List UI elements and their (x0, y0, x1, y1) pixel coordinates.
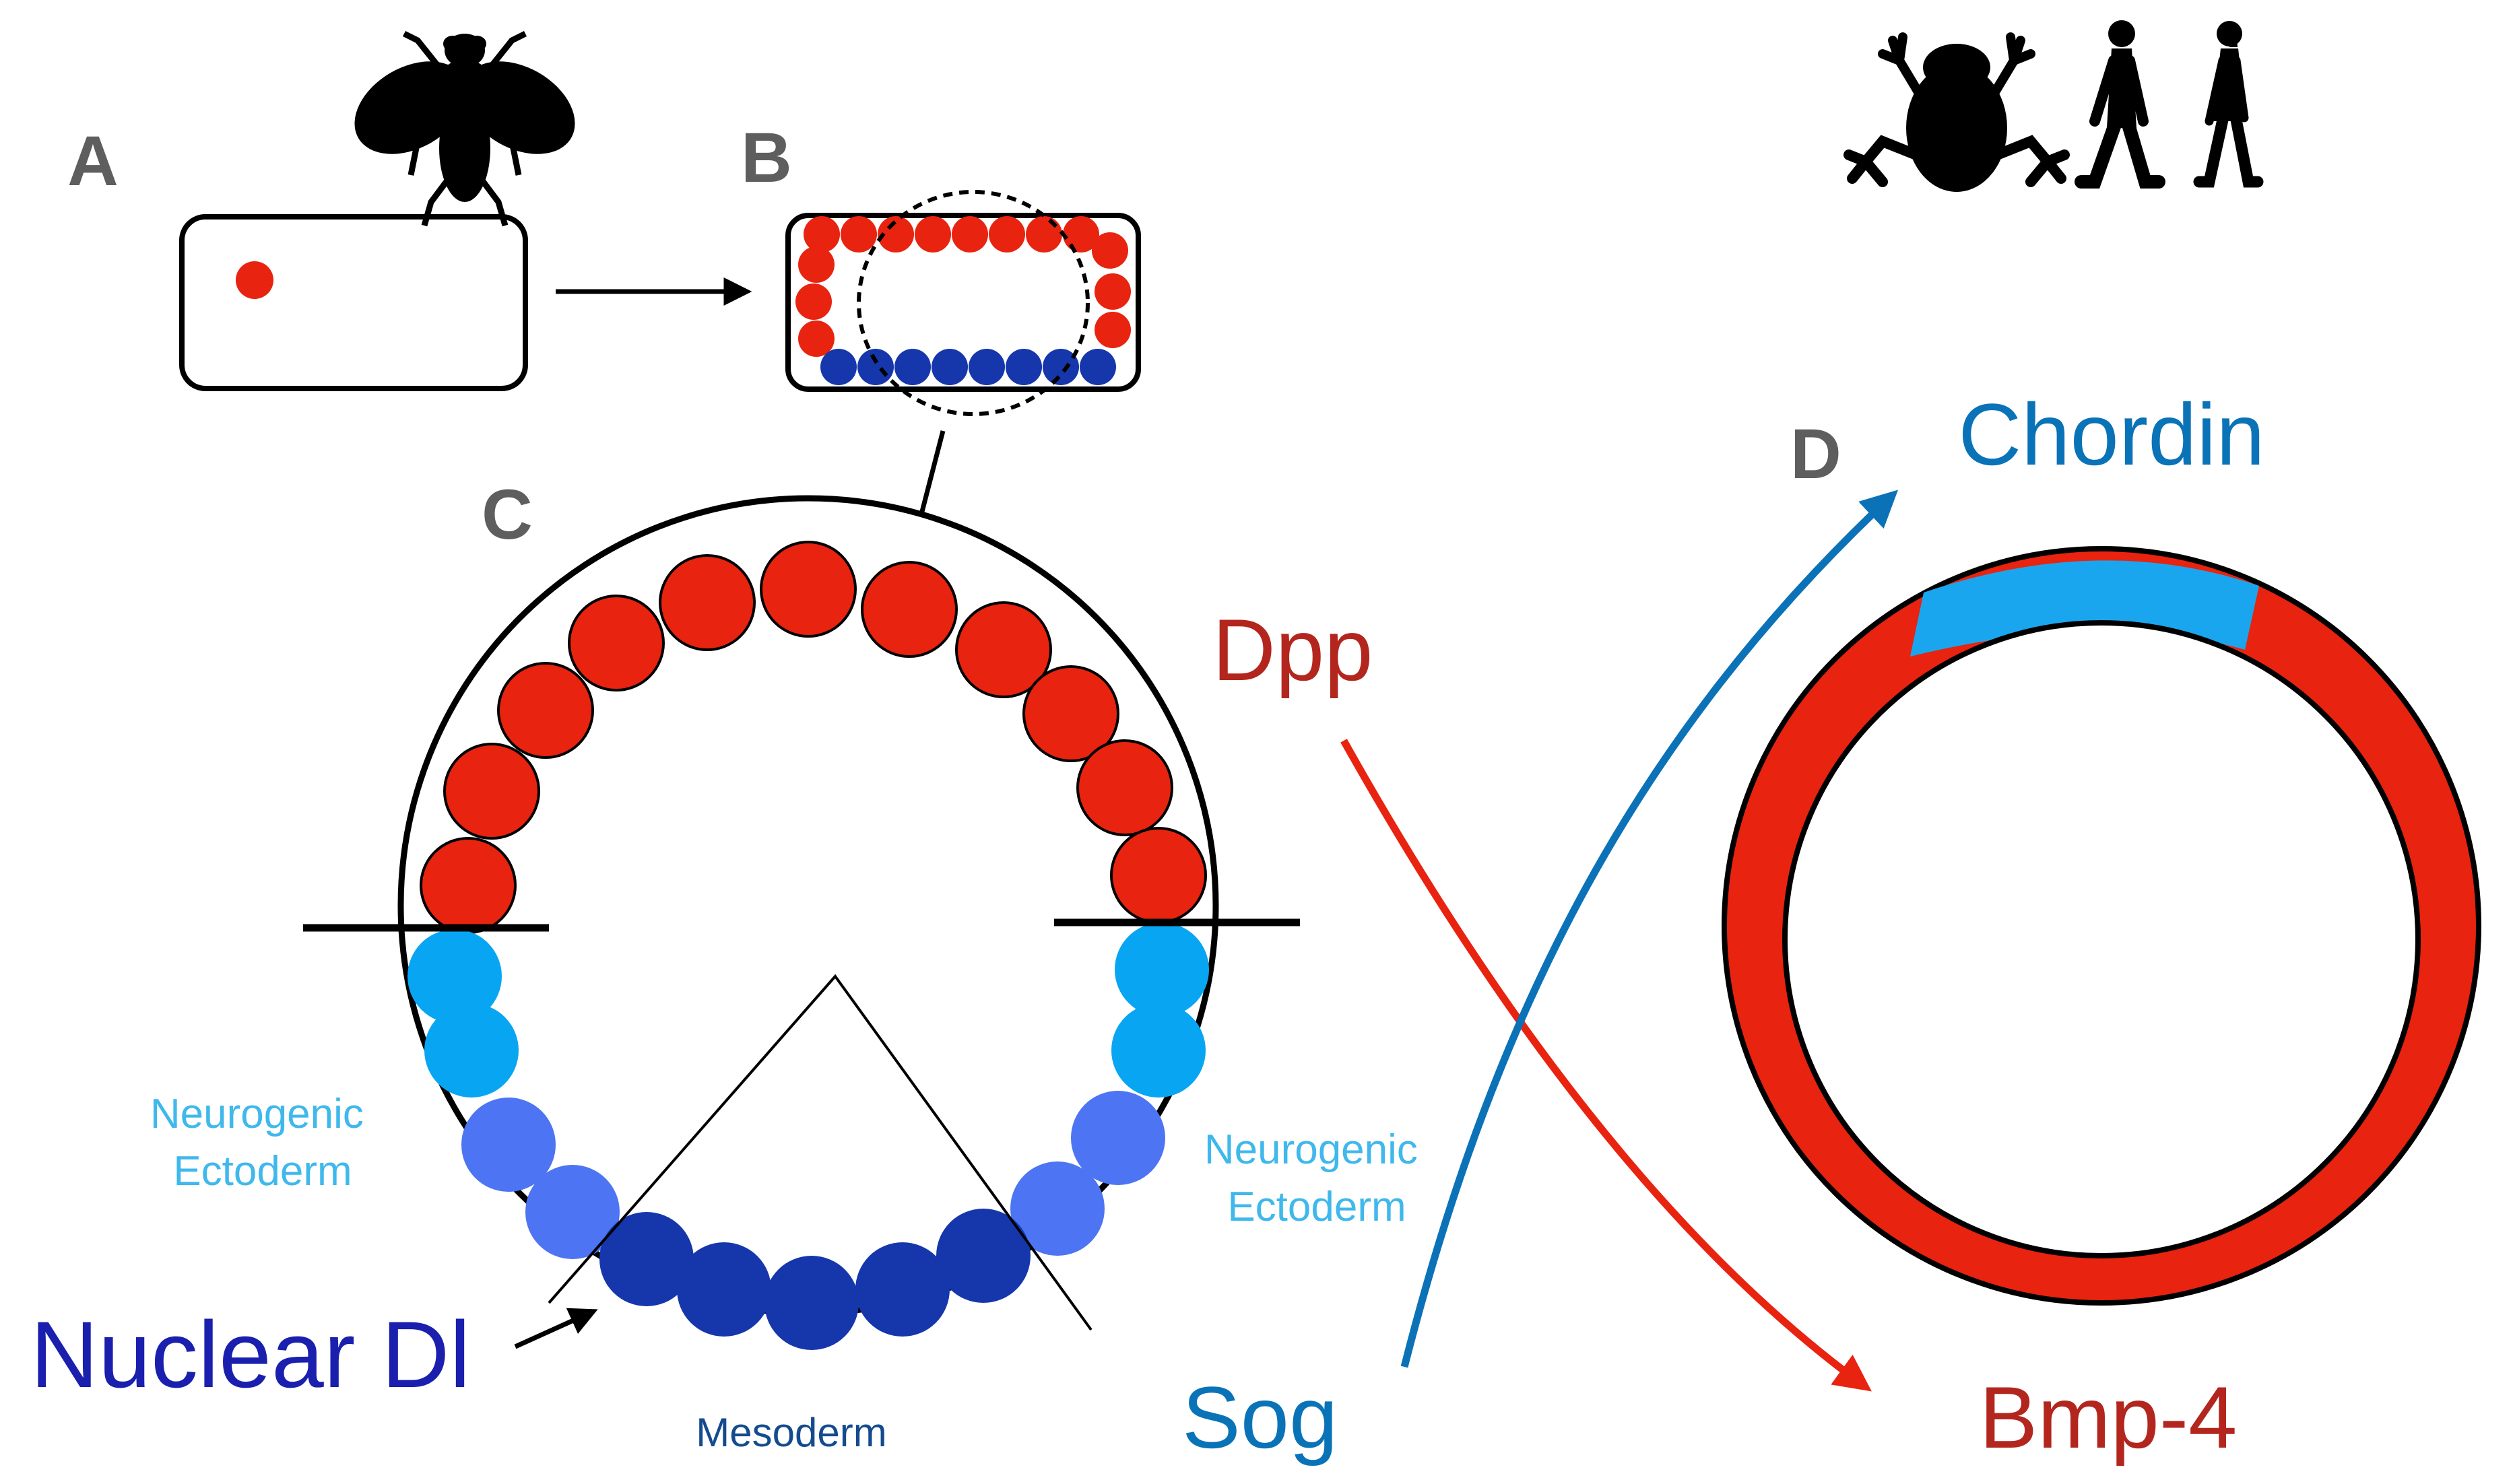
blue-cells-b (820, 349, 1116, 385)
neurogenic-ectoderm-right-label: Neurogenic Ectoderm (1204, 1126, 1429, 1230)
red-dot-a (236, 261, 273, 299)
sog-to-chordin-arrow (1400, 490, 1899, 1368)
frog-icon (1843, 32, 2070, 192)
neurogenic-left-line2: Ectoderm (173, 1148, 352, 1194)
man-icon (2075, 20, 2165, 189)
neurogenic-right-line1: Neurogenic (1204, 1126, 1418, 1173)
panel-label-b: B (741, 119, 792, 197)
panel-label-c: C (482, 475, 533, 554)
fly-icon (354, 30, 575, 227)
red-cells-b (795, 216, 1131, 357)
chordin-label: Chordin (1958, 385, 2264, 483)
egg-outline-b (785, 213, 1141, 392)
neurogenic-left-line1: Neurogenic (150, 1091, 364, 1137)
panel-label-a: A (67, 122, 119, 201)
neurogenic-cells-c (407, 922, 1209, 1259)
invagination-wedge (548, 974, 1092, 1331)
sog-label: Sog (1182, 1368, 1338, 1466)
mesoderm-label: Mesoderm (696, 1410, 886, 1455)
mesoderm-cells-c (599, 1209, 1031, 1350)
neurogenic-ectoderm-left-label: Neurogenic Ectoderm (150, 1091, 375, 1194)
egg-outline-a (179, 214, 528, 391)
dpp-to-bmp4-arrow (1340, 739, 1872, 1392)
nuclear-dl-arrow (514, 1308, 598, 1349)
bmp4-label: Bmp-4 (1980, 1368, 2238, 1466)
woman-icon (2193, 21, 2264, 188)
vertebrate-ring-inner (1782, 620, 2421, 1258)
dpp-label: Dpp (1212, 601, 1373, 699)
neurogenic-right-line2: Ectoderm (1227, 1184, 1406, 1230)
panel-label-d: D (1790, 415, 1841, 494)
section-circle-b (857, 190, 1090, 416)
nuclear-dl-label: Nuclear Dl (30, 1302, 471, 1407)
dorsal-cells-c (420, 541, 1207, 934)
